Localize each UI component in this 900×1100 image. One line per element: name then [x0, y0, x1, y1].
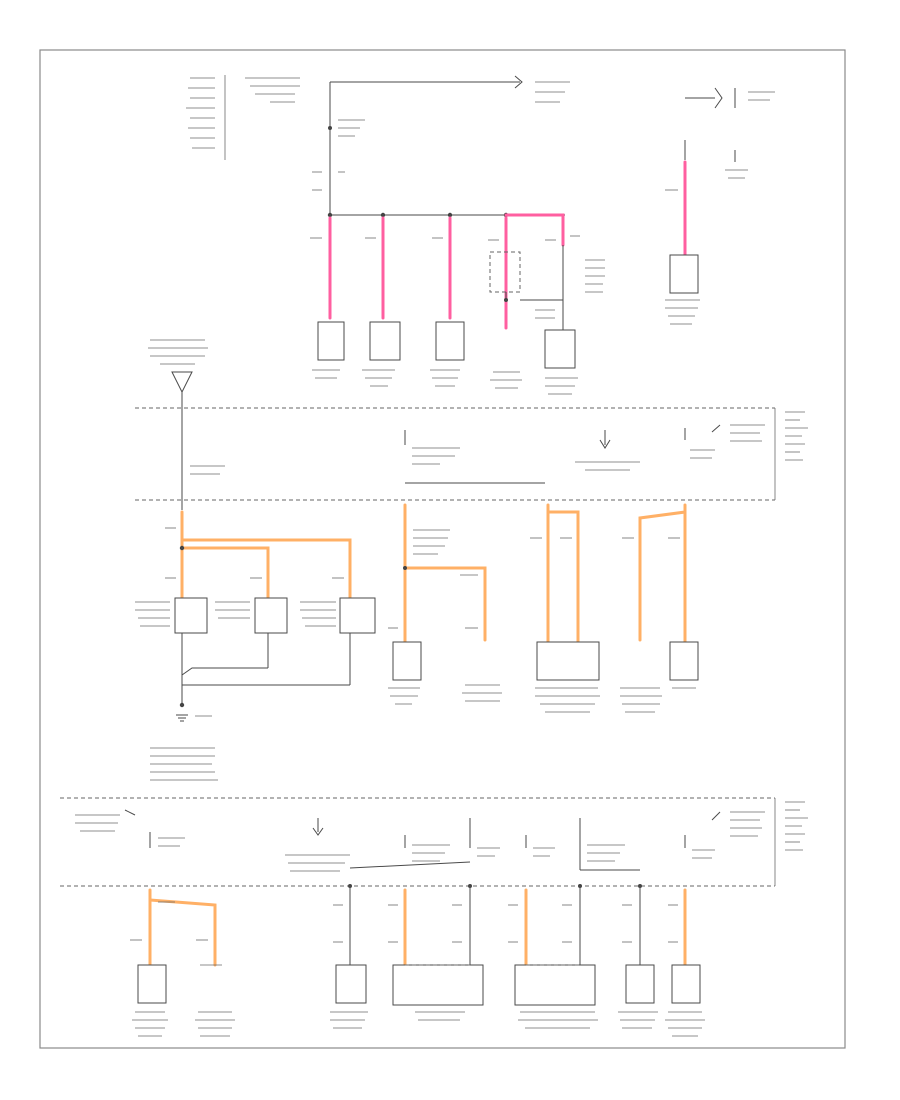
ground-symbol-upper	[171, 371, 193, 394]
component-top-1	[317, 321, 345, 361]
component-bottom-2	[335, 964, 367, 1004]
component-top-3	[435, 321, 465, 361]
component-mid-3	[669, 641, 699, 681]
orange-circuit-mid-b	[546, 510, 580, 644]
component-bottom-5	[625, 964, 655, 1004]
orange-feed-bus-outer	[180, 538, 352, 600]
diagram-border	[39, 49, 846, 1049]
component-top-5	[544, 329, 576, 369]
orange-branch-center	[403, 566, 487, 642]
orange-feed-bus-inner	[180, 546, 270, 600]
orange-circuit-bottom-2	[148, 898, 217, 967]
connector-bottom-3	[392, 964, 484, 1006]
feed-arrow-right	[514, 75, 523, 89]
relay-left-2	[254, 597, 288, 634]
ground-symbol-mid	[176, 714, 188, 722]
component-mid-2	[536, 641, 600, 681]
bottom-circuits-section	[130, 884, 705, 1037]
relay-left-3	[339, 597, 376, 634]
top-feed-section	[186, 75, 775, 395]
middle-circuits-section	[135, 503, 699, 781]
fuse-block-upper	[135, 339, 808, 510]
component-top-right	[669, 254, 699, 294]
fuse-block-lower	[60, 797, 808, 887]
connector-bottom-4	[514, 964, 596, 1006]
fuse-node	[328, 126, 332, 130]
top-left-legend-block	[186, 75, 226, 160]
orange-circuit-right-a	[638, 503, 687, 642]
connector-block-dashed	[489, 251, 521, 293]
component-bottom-1	[137, 964, 167, 1004]
component-top-2	[369, 321, 401, 361]
pink-circuit-5	[504, 213, 565, 247]
relay-left-1	[174, 597, 208, 634]
component-bottom-6	[671, 964, 701, 1004]
component-mid-1	[392, 641, 422, 681]
